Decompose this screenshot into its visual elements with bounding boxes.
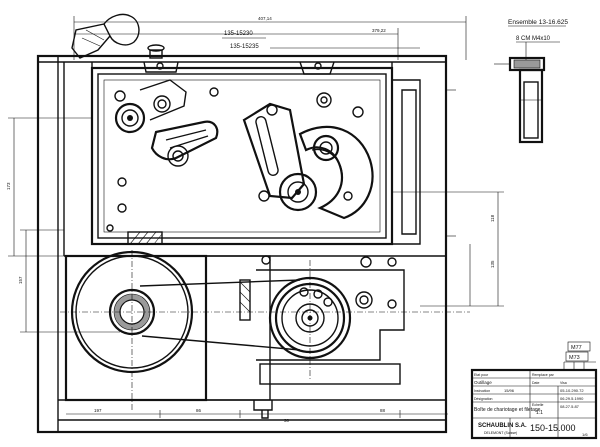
left-lever-assembly [106, 79, 219, 232]
tb-drawing-number: 150-15.000 [530, 423, 576, 433]
dim-inner-width: 379,22 [372, 28, 386, 33]
tb-label-visa: Visa [560, 381, 567, 385]
tb-label-date: Date [532, 381, 539, 385]
left-dimensions: 173 157 [6, 117, 120, 333]
detail-assembly-ref: Ensemble 13-16.625 [508, 19, 568, 26]
detail-screw-ref: 8 CM M4x10 [516, 36, 551, 42]
tb-scale: 1:1 [536, 410, 543, 416]
lower-right-housing [239, 255, 405, 385]
dim-left-lower: 157 [18, 276, 23, 284]
title-block: Etat pour Outillage Remplace par Date Vi… [470, 361, 598, 440]
tb-label-drawn-by: Etat pour [474, 373, 489, 377]
lever-handle [71, 13, 140, 59]
right-dimensions: 118 135 [392, 191, 504, 307]
tb-ref-2: 06.29.5.1990 [560, 396, 584, 401]
cover-plate [90, 61, 394, 246]
tb-designation: Boîte de chariotage et filetage [474, 407, 541, 413]
tb-ref-1: 05-10.290.72 [560, 388, 584, 393]
dim-right-2: 135 [490, 260, 495, 268]
hatched-boss [127, 231, 163, 245]
tb-label-instruction: Instruction [474, 389, 490, 393]
dim-bottom-2: 197 [94, 408, 102, 413]
oil-plug [147, 44, 165, 59]
tb-drawing-suffix: 1/6 [582, 432, 588, 437]
revision-marks: M77 M73 [565, 341, 591, 362]
top-dimension-lines: 407,14 379,22 [73, 16, 467, 60]
right-bracket [392, 79, 421, 245]
tb-instruction-value: 15/96 [504, 388, 515, 393]
base-feet: 86 197 88 30 [66, 400, 448, 423]
tb-label-tool: Outillage [474, 380, 492, 385]
dim-bottom-4: 30 [284, 418, 290, 423]
drive-gear [268, 260, 352, 380]
tb-label-replaces: Remplace par [532, 373, 555, 377]
tb-company-sub: DELEMONT (Suisse) [484, 431, 517, 435]
lower-gearbox [60, 250, 470, 410]
dim-bottom-3: 88 [380, 408, 386, 413]
tb-label-scale: Echelle [532, 403, 544, 407]
revision-mark-1: M77 [571, 345, 582, 351]
part-number-2: 135-15235 [230, 44, 259, 50]
tb-ref-3: 08.27.5.87 [560, 404, 580, 409]
detail-section-view: Ensemble 13-16.625 8 CM M4x10 [494, 19, 568, 144]
dim-right-1: 118 [490, 214, 495, 222]
dim-left-height: 173 [6, 182, 11, 190]
arc-plate [209, 87, 374, 220]
part-numbers: 135-15230 135-15235 [222, 31, 266, 50]
part-number-1: 135-15230 [224, 31, 253, 37]
tb-label-designation: Désignation [474, 397, 493, 401]
dim-bottom-1: 86 [196, 408, 202, 413]
centre-slot-lever [242, 102, 306, 202]
tb-company: SCHAUBLIN S.A. [478, 423, 527, 429]
dim-overall-width: 407,14 [258, 16, 272, 21]
revision-mark-2: M73 [569, 355, 580, 361]
